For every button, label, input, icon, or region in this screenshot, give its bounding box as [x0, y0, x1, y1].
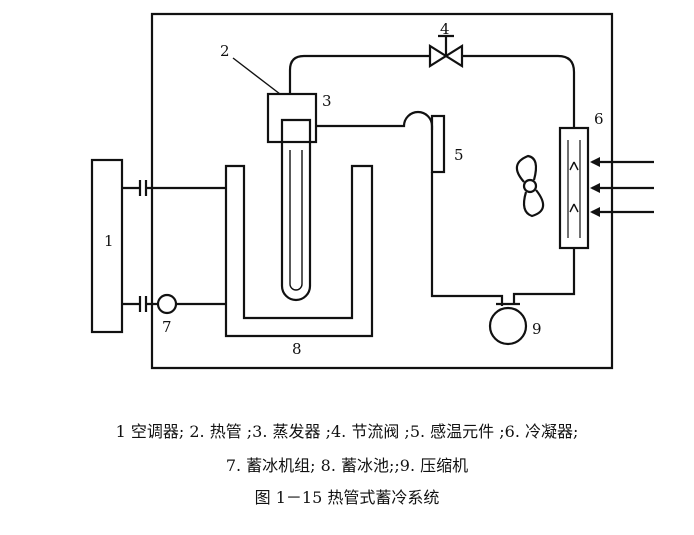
label-4: 4 — [440, 20, 450, 38]
air-conditioner — [90, 158, 124, 334]
heat-pipe — [280, 118, 312, 302]
figure-caption: 图 1－15 热管式蓄冷系统 — [254, 488, 440, 507]
legend-line-2: 7. 蓄冰机组; 8. 蓄冰池;;9. 压缩机 — [225, 456, 469, 475]
label-9: 9 — [532, 320, 542, 338]
legend-line-1: 1 空调器; 2. 热管 ;3. 蒸发器 ;4. 节流阀 ;5. 感温元件 ;6… — [115, 422, 579, 441]
condenser-fan — [515, 154, 545, 218]
evaporator — [266, 92, 318, 144]
heat-pipe-cold-storage-diagram: 1 2 3 4 5 6 7 8 9 — [90, 12, 654, 370]
pipe-sensor-to-compressor — [430, 172, 504, 306]
pipe-evaporator-to-sensor — [316, 110, 434, 130]
pipe-valve-to-condenser — [462, 54, 576, 128]
throttle-valve — [428, 44, 464, 68]
compressor-ports — [496, 248, 576, 306]
label-5: 5 — [454, 146, 464, 164]
outer-frame — [150, 12, 614, 370]
heat-pipe-inner — [289, 150, 303, 291]
condenser-flow-arrows — [569, 161, 579, 213]
condenser-inner-lines — [567, 140, 581, 238]
ice-storage-tank-outer — [224, 164, 374, 338]
coupling-upper — [122, 180, 226, 196]
airflow-head-mid — [590, 183, 600, 193]
coupling-lower — [122, 296, 158, 312]
airflow-head-bottom — [590, 207, 600, 217]
label-1: 1 — [104, 232, 114, 250]
pipe-evaporator-to-valve — [288, 54, 430, 94]
label-8: 8 — [292, 340, 302, 358]
compressor — [488, 306, 528, 346]
temperature-sensor — [430, 114, 446, 174]
ice-making-unit — [156, 293, 178, 315]
label-3: 3 — [322, 92, 332, 110]
airflow-head-top — [590, 157, 600, 167]
label-6: 6 — [594, 110, 604, 128]
condenser — [558, 126, 590, 250]
throttle-valve-stem — [438, 34, 454, 56]
label-7: 7 — [162, 318, 172, 336]
label-2: 2 — [220, 42, 230, 60]
leader-2 — [232, 57, 281, 95]
